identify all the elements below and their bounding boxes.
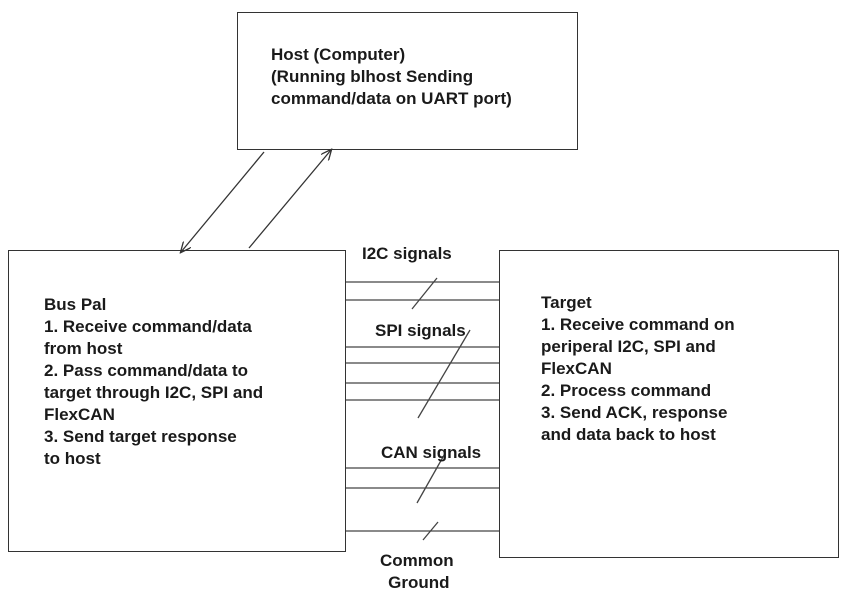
host-title: Host (Computer) bbox=[271, 45, 406, 64]
bus-pal-desc-line: from host bbox=[44, 339, 123, 358]
bus-pal-label: Bus Pal 1. Receive command/data from hos… bbox=[44, 294, 263, 470]
host-desc-line: (Running blhost Sending bbox=[271, 67, 474, 86]
target-label: Target 1. Receive command on periperal I… bbox=[541, 292, 735, 446]
bus-pal-desc-line: 2. Pass command/data to bbox=[44, 361, 249, 380]
arrow-host-to-buspal bbox=[181, 151, 265, 252]
target-desc-line: FlexCAN bbox=[541, 359, 612, 378]
i2c-slash bbox=[411, 277, 438, 310]
bus-pal-desc-line: to host bbox=[44, 449, 101, 468]
bus-pal-title: Bus Pal bbox=[44, 295, 107, 314]
i2c-signals-label: I2C signals bbox=[362, 244, 452, 263]
common-ground-line: Common bbox=[380, 551, 454, 570]
target-desc-line: 1. Receive command on bbox=[541, 315, 735, 334]
bus-pal-desc-line: target through I2C, SPI and bbox=[44, 383, 264, 402]
target-desc-line: and data back to host bbox=[541, 425, 716, 444]
host-box bbox=[237, 12, 578, 150]
common-ground-label: Common Ground bbox=[380, 550, 454, 594]
target-box bbox=[499, 250, 839, 558]
arrow-buspal-to-host bbox=[248, 150, 331, 249]
target-desc-line: 2. Process command bbox=[541, 381, 712, 400]
can-signals-label: CAN signals bbox=[381, 443, 482, 462]
spi-slash bbox=[417, 329, 471, 419]
host-label: Host (Computer) (Running blhost Sending … bbox=[271, 44, 512, 110]
bus-pal-box bbox=[8, 250, 346, 552]
bus-pal-desc-line: 1. Receive command/data bbox=[44, 317, 252, 336]
spi-signals-label: SPI signals bbox=[375, 321, 466, 340]
ground-slash bbox=[422, 521, 439, 541]
target-desc-line: 3. Send ACK, response bbox=[541, 403, 728, 422]
bus-pal-desc-line: 3. Send target response bbox=[44, 427, 237, 446]
target-title: Target bbox=[541, 293, 592, 312]
target-desc-line: periperal I2C, SPI and bbox=[541, 337, 716, 356]
bus-pal-desc-line: FlexCAN bbox=[44, 405, 115, 424]
common-ground-line: Ground bbox=[388, 573, 450, 592]
can-slash bbox=[416, 456, 444, 504]
host-desc-line: command/data on UART port) bbox=[271, 89, 512, 108]
